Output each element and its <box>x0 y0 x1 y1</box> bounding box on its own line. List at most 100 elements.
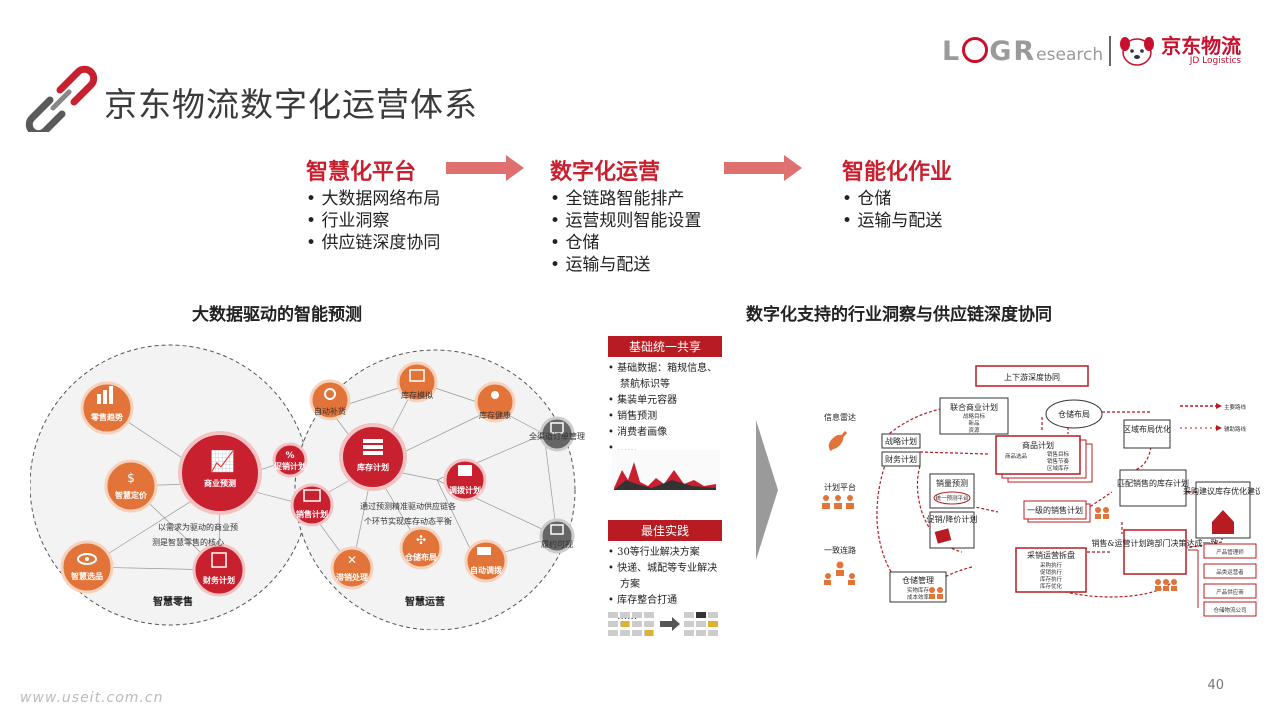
box-purchase: 采购建议库存优化建议 <box>1183 481 1260 539</box>
svg-text:采购执行: 采购执行 <box>1040 561 1063 569</box>
node-inventory-sim: 库存模拟 <box>396 361 438 403</box>
arrow-right-icon <box>724 155 802 181</box>
jd-logistics-sub: JD Logistics <box>1189 56 1242 66</box>
box-warehouse-layout: 仓储布局 <box>1045 399 1103 429</box>
svg-text:新品: 新品 <box>968 419 980 427</box>
page-title: 京东物流数字化运营体系 <box>104 85 478 124</box>
section-heading-platform: 智慧化平台 <box>306 160 417 185</box>
center-left-label: 商业预测 <box>204 478 236 488</box>
svg-text:库存模拟: 库存模拟 <box>401 390 433 400</box>
svg-text:零售趋势: 零售趋势 <box>90 412 123 422</box>
right-circle-label: 智慧运营 <box>405 595 445 608</box>
svg-text:匹配销售的库存计划: 匹配销售的库存计划 <box>1117 478 1189 488</box>
svg-text:信息雷达: 信息雷达 <box>824 412 856 422</box>
node-omni-order: 全渠道订单管理 <box>529 416 585 452</box>
node-slow-moving: ✕ 滞销处理 <box>330 546 374 590</box>
svg-text:库存优化: 库存优化 <box>1040 582 1063 590</box>
node-inventory-health: 库存健康 <box>474 381 516 423</box>
svg-text:自动调拨: 自动调拨 <box>470 565 503 575</box>
box-match-inventory: 匹配销售的库存计划 <box>1117 469 1189 507</box>
svg-text:✕: ✕ <box>347 553 357 567</box>
svg-text:智慧定价: 智慧定价 <box>115 490 148 500</box>
box-promo: 促销/降价计划 <box>927 511 977 549</box>
svg-text:促销计划: 促销计划 <box>273 461 306 471</box>
svg-text:销售节奏: 销售节奏 <box>1047 457 1070 465</box>
section-bullets-platform: 大数据网络布局行业洞察供应链深度协同 <box>306 188 440 254</box>
watermark: www.useit.com.cn <box>20 690 164 706</box>
svg-text:📈: 📈 <box>210 449 235 473</box>
section-bullets-operation: 全链路智能排产运营规则智能设置仓储运输与配送 <box>550 188 701 276</box>
box-sop: 销售&运营计划跨部门决策达成一致 <box>1091 529 1219 575</box>
svg-text:区域布局优化: 区域布局优化 <box>1123 424 1171 434</box>
right-circle-text-1: 通过预测精准驱动供应链各 <box>360 501 456 511</box>
mini-area-chart-icon <box>612 450 720 492</box>
box-joint-plan: 联合商业计划 战略目标 新品 资源 <box>939 397 1009 435</box>
section-bullets-work: 仓储运输与配送 <box>842 188 942 232</box>
svg-text:滞销处理: 滞销处理 <box>336 572 368 582</box>
node-smart-pricing: $ 智慧定价 <box>104 459 158 513</box>
svg-text:%: % <box>285 451 294 461</box>
svg-text:战略计划: 战略计划 <box>885 436 917 446</box>
right-role-stack: 产品管理师 品类运营者 产品供应商 仓储物流公司 <box>1188 543 1257 617</box>
right-subtitle: 数字化支持的行业洞察与供应链深度协同 <box>746 305 1052 325</box>
section-heading-work: 智能化作业 <box>842 160 953 185</box>
node-smart-selection: 智慧选品 <box>60 540 114 594</box>
legend-aux: 辅助路线 <box>1224 425 1247 433</box>
node-retail-trend: 零售趋势 <box>80 381 134 435</box>
node-fulfillment-visible: 履约可视 <box>539 518 575 554</box>
box-finance: 财务计划 <box>881 451 921 467</box>
box-warehouse-mgmt: 仓储管理 实物库存 成本效率 <box>889 571 947 603</box>
planning-people-icon <box>822 495 854 509</box>
svg-text:品类运营者: 品类运营者 <box>1216 568 1244 576</box>
node-transfer-plan: 调拨计划 <box>443 458 487 502</box>
panel-shared-basics: 基础统一共享 基础数据：箱规信息、禁航标识等集装单元容器销售预测消费者画像…… <box>608 336 722 457</box>
node-warehouse-layout: ✣ 仓储布局 <box>399 526 443 570</box>
svg-text:一级的销售计划: 一级的销售计划 <box>1027 505 1083 515</box>
svg-text:计划平台: 计划平台 <box>824 482 856 492</box>
svg-text:自动补货: 自动补货 <box>314 406 346 416</box>
svg-text:促销执行: 促销执行 <box>1040 568 1063 576</box>
svg-text:商品计划: 商品计划 <box>1022 440 1054 450</box>
svg-text:$: $ <box>127 471 135 485</box>
svg-text:统一预测平台: 统一预测平台 <box>935 494 969 502</box>
svg-text:智慧选品: 智慧选品 <box>71 571 103 581</box>
section-heading-operation: 数字化运营 <box>550 160 661 185</box>
svg-text:实物库存: 实物库存 <box>907 586 930 594</box>
node-finance-plan: 财务计划 <box>192 543 246 597</box>
link-chain-icon <box>25 65 98 132</box>
panel1-title: 基础统一共享 <box>608 336 722 357</box>
svg-text:仓储管理: 仓储管理 <box>902 575 934 585</box>
panel2-title: 最佳实践 <box>608 520 722 541</box>
right-circle-text-2: 个环节实现库存动态平衡 <box>364 516 452 526</box>
svg-text:销售目标: 销售目标 <box>1047 450 1070 458</box>
box-product-plan: 商品计划 商品选品 销售目标 销售节奏 区域库存 <box>995 435 1093 483</box>
box-strategy: 战略计划 <box>881 433 921 449</box>
svg-text:销量预测: 销量预测 <box>936 478 968 488</box>
svg-text:资源: 资源 <box>968 426 980 434</box>
left-circle-label: 智慧零售 <box>153 595 193 608</box>
jd-logistics-name: 京东物流 <box>1161 34 1242 58</box>
svg-text:成本效率: 成本效率 <box>907 593 930 601</box>
chevron-right-icon <box>756 420 778 560</box>
jd-dog-logo-icon <box>1120 37 1155 66</box>
left-subtitle: 大数据驱动的智能预测 <box>192 305 362 325</box>
radar-icon <box>828 431 848 451</box>
svg-text:财务计划: 财务计划 <box>885 454 917 464</box>
center-right-label: 库存计划 <box>357 462 389 472</box>
svg-text:战略目标: 战略目标 <box>963 412 986 420</box>
box-level1-sales: 一级的销售计划 <box>1023 500 1091 523</box>
node-auto-transfer: 自动调拨 <box>464 539 508 583</box>
svg-text:履约可视: 履约可视 <box>541 539 573 549</box>
svg-text:联合商业计划: 联合商业计划 <box>950 402 998 412</box>
box-sales-forecast: 销量预测 统一预测平台 <box>929 473 975 509</box>
diagram-title: 上下游深度协同 <box>1004 372 1060 382</box>
svg-text:仓储物流公司: 仓储物流公司 <box>1213 606 1246 614</box>
svg-text:一致连路: 一致连路 <box>824 545 856 555</box>
svg-text:✣: ✣ <box>416 533 426 547</box>
svg-text:财务计划: 财务计划 <box>202 575 235 585</box>
svg-text:库存健康: 库存健康 <box>479 410 511 420</box>
page-number: 40 <box>1207 678 1224 693</box>
svg-text:调拨计划: 调拨计划 <box>449 485 481 495</box>
people-icons <box>929 507 1177 599</box>
